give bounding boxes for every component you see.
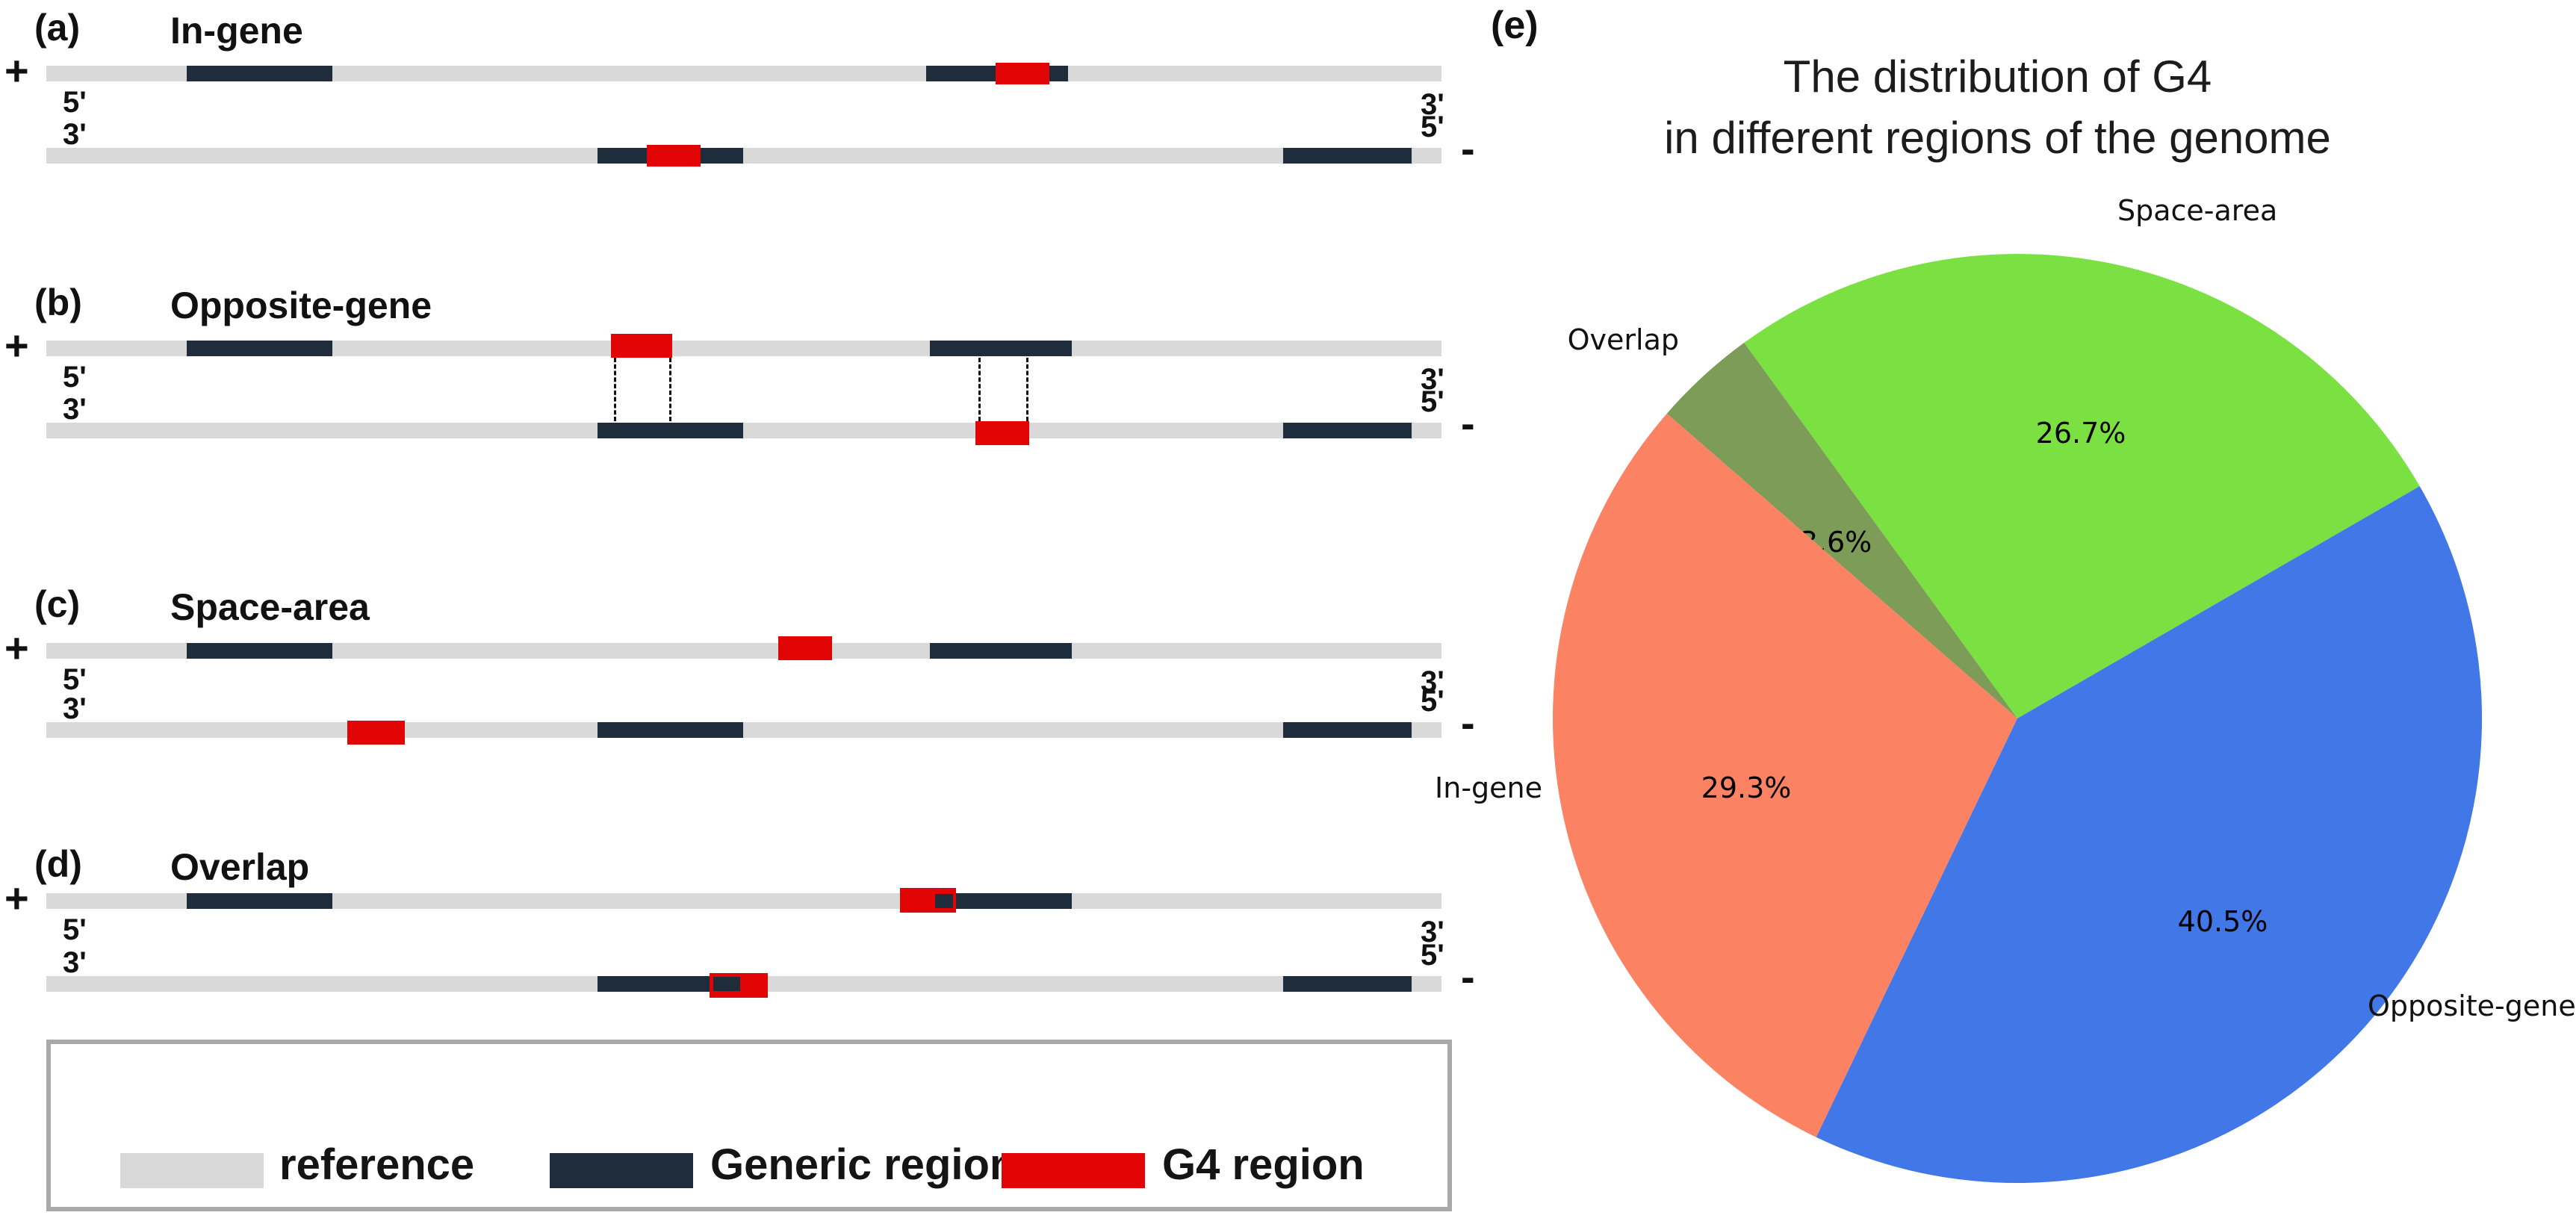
legend-label-g4-region: G4 region xyxy=(1162,1140,1365,1189)
plus-strand-sign: + xyxy=(4,875,29,922)
three-prime-label-left: 3' xyxy=(63,946,87,979)
legend-label-generic-region: Generic region xyxy=(710,1140,1017,1189)
panel-title-opposite-gene: Opposite-gene xyxy=(170,285,432,326)
five-prime-label-right: 5' xyxy=(1421,111,1444,143)
dashed-connector xyxy=(978,358,981,421)
reference-strand-plus xyxy=(46,341,1441,356)
pie-percent-label-in-gene: 29.3% xyxy=(1701,771,1792,804)
five-prime-label-right: 5' xyxy=(1421,939,1444,972)
gene-region xyxy=(1283,722,1412,738)
gene-region xyxy=(930,643,1072,659)
reference-strand-minus xyxy=(46,722,1441,738)
reference-strand-plus xyxy=(46,66,1441,81)
reference-strand-plus xyxy=(46,643,1441,659)
three-prime-label-left: 3' xyxy=(63,692,87,725)
gene-region xyxy=(187,66,332,81)
gene-region xyxy=(1283,976,1412,992)
panel-title-in-gene: In-gene xyxy=(170,10,303,52)
panel-letter-overlap: (d) xyxy=(34,843,82,885)
plus-strand-sign: + xyxy=(4,322,29,369)
panel-title-overlap: Overlap xyxy=(170,846,310,888)
panel-title-space-area: Space-area xyxy=(170,586,370,628)
g4-region xyxy=(611,334,672,358)
dashed-connector xyxy=(1026,358,1028,421)
g4-region xyxy=(778,636,832,660)
panel-letter-opposite-gene: (b) xyxy=(34,282,82,323)
pie-percent-label-space-area: 26.7% xyxy=(2036,417,2126,450)
plus-strand-sign: + xyxy=(4,624,29,671)
gene-region xyxy=(598,423,743,438)
legend-swatch-reference xyxy=(120,1153,264,1188)
panel-letter-in-gene: (a) xyxy=(34,7,81,49)
five-prime-label-left: 5' xyxy=(63,913,87,946)
reference-strand-minus xyxy=(46,423,1441,438)
minus-strand-sign: - xyxy=(1461,400,1475,447)
three-prime-label-right: 3' xyxy=(1421,665,1444,698)
minus-strand-sign: - xyxy=(1461,699,1475,746)
three-prime-label-right: 3' xyxy=(1421,88,1444,121)
gene-region xyxy=(187,643,332,659)
g4-gene-overlap-region xyxy=(935,894,953,908)
pie-slice-in-gene xyxy=(1553,413,2017,1137)
pie-title-line1: The distribution of G4 xyxy=(1783,52,2212,102)
pie-percent-label-opposite-gene: 40.5% xyxy=(2178,905,2268,938)
g4-gene-overlap-region xyxy=(713,977,740,991)
pie-title-line2: in different regions of the genome xyxy=(1664,113,2331,163)
minus-strand-sign: - xyxy=(1461,125,1475,172)
gene-region xyxy=(187,341,332,356)
g4-region xyxy=(647,145,701,167)
three-prime-label-left: 3' xyxy=(63,393,87,426)
gene-region xyxy=(598,976,710,992)
five-prime-label-left: 5' xyxy=(63,86,87,119)
five-prime-label-right: 5' xyxy=(1421,685,1444,718)
dashed-connector xyxy=(614,358,616,421)
gene-region xyxy=(598,722,743,738)
pie-slice-opposite-gene xyxy=(1816,486,2483,1184)
reference-strand-plus xyxy=(46,893,1441,909)
five-prime-label-left: 5' xyxy=(63,361,87,394)
g4-region xyxy=(996,63,1049,84)
legend-swatch-g4-region xyxy=(1002,1153,1145,1188)
pie-category-label-space-area: Space-area xyxy=(2117,194,2277,227)
pie-category-label-in-gene: In-gene xyxy=(1435,771,1542,804)
five-prime-label-right: 5' xyxy=(1421,385,1444,418)
three-prime-label-right: 3' xyxy=(1421,916,1444,948)
panel-letter-space-area: (c) xyxy=(34,583,81,625)
reference-strand-minus xyxy=(46,148,1441,164)
g4-region xyxy=(975,421,1029,445)
gene-region xyxy=(1283,423,1412,438)
dashed-connector xyxy=(669,358,671,421)
three-prime-label-right: 3' xyxy=(1421,363,1444,396)
pie-slice-overlap xyxy=(1666,342,2017,718)
legend-label-reference: reference xyxy=(279,1140,475,1189)
gene-region xyxy=(956,893,1072,909)
g4-region xyxy=(347,721,405,745)
panel-letter-e: (e) xyxy=(1491,4,1539,47)
three-prime-label-left: 3' xyxy=(63,118,87,151)
five-prime-label-left: 5' xyxy=(63,663,87,696)
legend-box: reference Generic region G4 region xyxy=(46,1040,1452,1211)
pie-category-label-overlap: Overlap xyxy=(1568,323,1679,356)
pie-chart-svg: 26.7%Space-area3.6%Overlap29.3%In-gene40… xyxy=(1435,194,2576,1184)
minus-strand-sign: - xyxy=(1461,953,1475,1000)
gene-region xyxy=(930,341,1072,356)
plus-strand-sign: + xyxy=(4,47,29,94)
gene-region xyxy=(187,893,332,909)
pie-title: The distribution of G4 in different regi… xyxy=(1419,46,2576,169)
gene-region xyxy=(1283,148,1412,164)
legend-swatch-generic-region xyxy=(550,1153,693,1188)
pie-category-label-opposite-gene: Opposite-gene xyxy=(2368,990,2576,1022)
pie-slice-space-area xyxy=(1744,253,2420,719)
